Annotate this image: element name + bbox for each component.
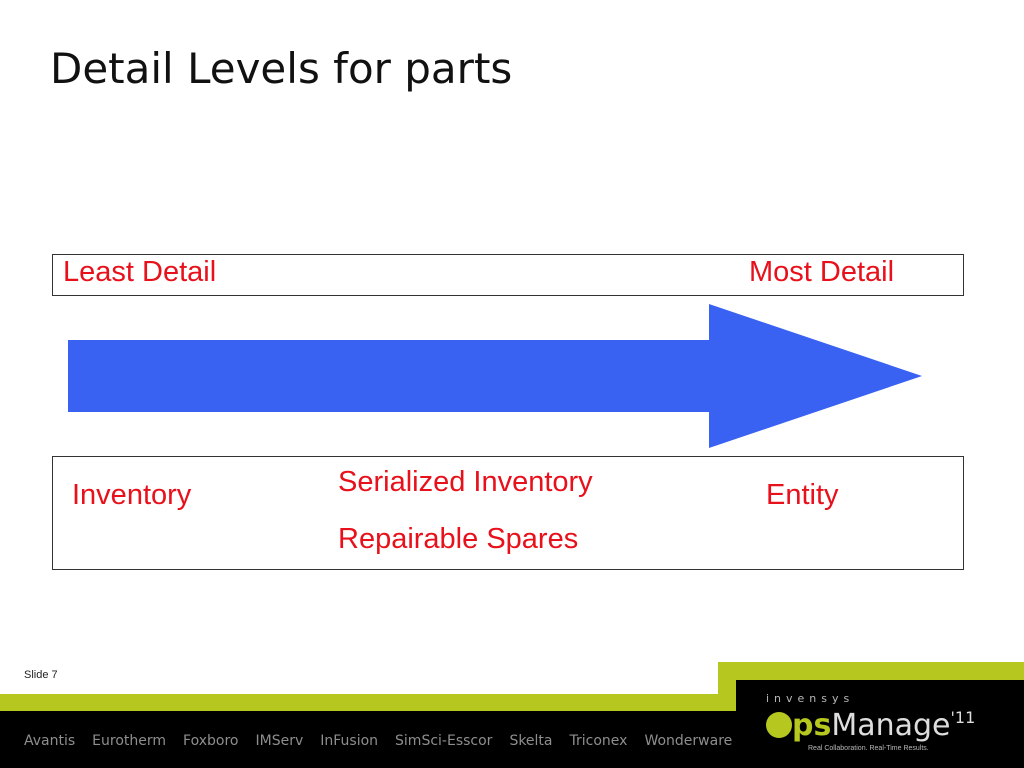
slide-number: Slide 7 xyxy=(24,669,58,681)
brand-item: Avantis xyxy=(24,733,76,749)
logo-manage: Manage xyxy=(831,708,951,743)
logo-year: '11 xyxy=(950,708,976,727)
brand-item: Eurotherm xyxy=(92,733,167,749)
brand-item: Wonderware xyxy=(644,733,733,749)
level-inventory: Inventory xyxy=(72,479,192,511)
least-detail-label: Least Detail xyxy=(63,256,217,288)
brand-item: Triconex xyxy=(569,733,628,749)
detail-levels-box xyxy=(52,456,964,570)
brand-item: SimSci-Esscor xyxy=(395,733,493,749)
footer-dark-band xyxy=(0,680,1024,768)
opsmanage-logo: psManage'11 xyxy=(766,708,975,743)
brand-item: IMServ xyxy=(255,733,304,749)
level-repairable-spares: Repairable Spares xyxy=(338,523,579,555)
level-serialized-inventory: Serialized Inventory xyxy=(338,466,593,498)
level-entity: Entity xyxy=(766,479,839,511)
brand-item: InFusion xyxy=(320,733,379,749)
detail-scale-box xyxy=(52,254,964,296)
page-title: Detail Levels for parts xyxy=(50,44,513,93)
invensys-label: invensys xyxy=(766,692,855,705)
most-detail-label: Most Detail xyxy=(749,256,895,288)
logo-tagline: Real Collaboration. Real-Time Results. xyxy=(808,745,929,752)
brand-item: Foxboro xyxy=(183,733,239,749)
ops-o-logo-icon xyxy=(766,712,792,738)
logo-ps: ps xyxy=(792,708,832,743)
brand-list: Avantis Eurotherm Foxboro IMServ InFusio… xyxy=(24,733,732,749)
brand-item: Skelta xyxy=(509,733,553,749)
